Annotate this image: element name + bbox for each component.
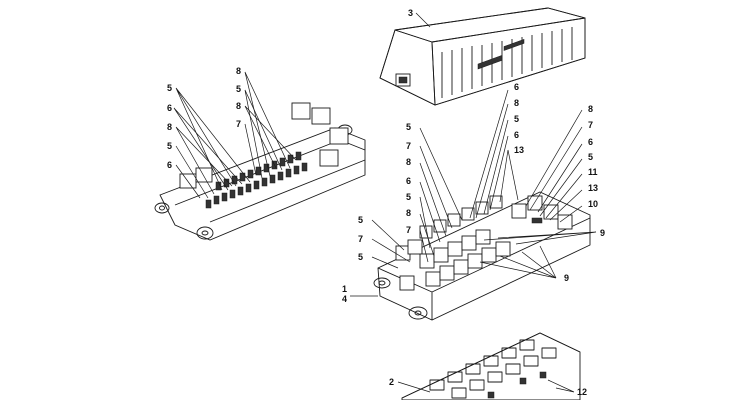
callout-6e: 6 xyxy=(514,130,519,140)
callout-5d: 5 xyxy=(358,215,363,225)
callout-5a: 5 xyxy=(167,83,172,93)
callout-5i: 5 xyxy=(588,152,593,162)
callout-7b: 7 xyxy=(358,234,363,244)
callout-13a: 13 xyxy=(514,145,524,155)
callout-6c: 6 xyxy=(406,176,411,186)
callout-11: 11 xyxy=(588,167,598,177)
callout-13b: 13 xyxy=(588,183,598,193)
callout-9a: 9 xyxy=(600,228,605,238)
fuse-box-right xyxy=(373,38,591,321)
callout-8f: 8 xyxy=(514,98,519,108)
callout-8a: 8 xyxy=(167,122,172,132)
callout-6d: 6 xyxy=(514,82,519,92)
callout-5b: 5 xyxy=(167,141,172,151)
callout-6b: 6 xyxy=(167,160,172,170)
callout-7c: 7 xyxy=(406,141,411,151)
callout-8c: 8 xyxy=(236,101,241,111)
callout-5e: 5 xyxy=(406,122,411,132)
callout-1: 1 xyxy=(342,284,347,294)
callout-8b: 8 xyxy=(236,66,241,76)
callout-8d: 8 xyxy=(406,157,411,167)
callout-8e: 8 xyxy=(406,208,411,218)
callout-7e: 7 xyxy=(588,120,593,130)
callout-10: 10 xyxy=(588,199,598,209)
callout-4: 4 xyxy=(342,294,347,304)
callout-5c: 5 xyxy=(236,84,241,94)
callout-5g: 5 xyxy=(358,252,363,262)
callout-2: 2 xyxy=(389,377,394,387)
fuse-box-left xyxy=(154,102,366,241)
callout-3: 3 xyxy=(408,8,413,18)
callout-7d: 7 xyxy=(406,225,411,235)
callout-12: 12 xyxy=(577,387,587,397)
fuse-box-base-board xyxy=(401,332,581,400)
callout-9b: 9 xyxy=(564,273,569,283)
callout-5h: 5 xyxy=(514,114,519,124)
callout-5f: 5 xyxy=(406,192,411,202)
callout-7a: 7 xyxy=(236,119,241,129)
callout-8g: 8 xyxy=(588,104,593,114)
fuse-box-cover xyxy=(379,7,586,106)
callout-6a: 6 xyxy=(167,103,172,113)
callout-6f: 6 xyxy=(588,137,593,147)
